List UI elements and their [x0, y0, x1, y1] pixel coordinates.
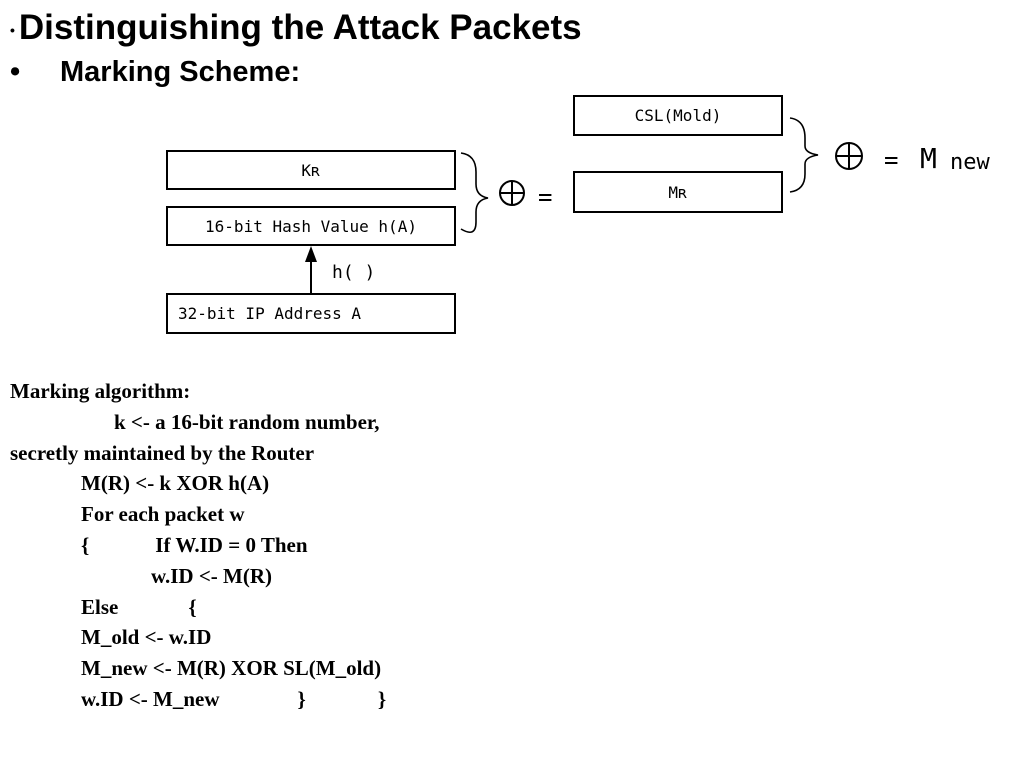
- title-bullet: •: [10, 21, 15, 38]
- algorithm-line-8: M_old <- w.ID: [81, 625, 212, 650]
- marking-algorithm: Marking algorithm: k <- a 16-bit random …: [10, 376, 386, 715]
- algorithm-heading: Marking algorithm:: [10, 379, 191, 403]
- hash-value-label: 16-bit Hash Value h(A): [205, 216, 417, 236]
- algorithm-line-1: k <- a 16-bit random number,: [114, 409, 380, 434]
- hash-value-box: 16-bit Hash Value h(A): [166, 206, 456, 246]
- equals-left: =: [538, 183, 553, 211]
- result-m: M: [920, 142, 937, 175]
- algorithm-line-3: M(R) <- k XOR h(A): [81, 471, 270, 496]
- mr-box: Mʀ: [573, 171, 783, 213]
- right-xor-symbol: [835, 142, 863, 170]
- algorithm-line-5: { If W.ID = 0 Then: [10, 530, 386, 561]
- algorithm-line-2: secretly maintained by the Router: [10, 440, 315, 465]
- left-brace: [460, 152, 489, 234]
- result-new-subscript: new: [950, 150, 990, 175]
- algorithm-line-5-text: If W.ID = 0 Then: [155, 532, 308, 557]
- csl-box: CSL(Mold): [573, 95, 783, 136]
- mr-box-label: Mʀ: [668, 182, 688, 202]
- algorithm-line-6: w.ID <- M(R): [151, 563, 273, 588]
- algorithm-line-9: M_new <- M(R) XOR SL(M_old): [81, 656, 382, 681]
- algorithm-line-10: w.ID <- M_new}}: [10, 684, 386, 715]
- csl-box-label: CSL(Mold): [634, 106, 722, 125]
- ip-address-label: 32-bit IP Address A: [178, 304, 362, 323]
- algorithm-line-10-brace-1: }: [297, 686, 306, 711]
- algorithm-line-7-else: Else: [81, 594, 119, 619]
- algorithm-line-7-brace: {: [188, 594, 197, 619]
- algorithm-line-10-text: w.ID <- M_new: [81, 686, 220, 711]
- slide-title: •Distinguishing the Attack Packets: [10, 8, 582, 48]
- subtitle-bullet: •: [10, 56, 21, 88]
- hash-arrow-head: [305, 246, 317, 262]
- equals-right: =: [884, 146, 899, 174]
- kr-box-label: Kʀ: [301, 160, 321, 180]
- algorithm-line-4: For each packet w: [81, 502, 245, 527]
- hash-function-label: h( ): [332, 262, 376, 283]
- ip-address-box: 32-bit IP Address A: [166, 293, 456, 334]
- right-brace: [789, 117, 819, 193]
- algorithm-line-7: Else {: [10, 592, 386, 623]
- kr-box: Kʀ: [166, 150, 456, 190]
- algorithm-line-10-brace-2: }: [377, 686, 387, 711]
- title-text: Distinguishing the Attack Packets: [18, 8, 582, 47]
- slide-subtitle: • Marking Scheme:: [10, 56, 300, 89]
- subtitle-text: Marking Scheme:: [60, 56, 301, 88]
- algorithm-line-5-brace: {: [81, 532, 90, 557]
- left-xor-symbol: [499, 180, 525, 206]
